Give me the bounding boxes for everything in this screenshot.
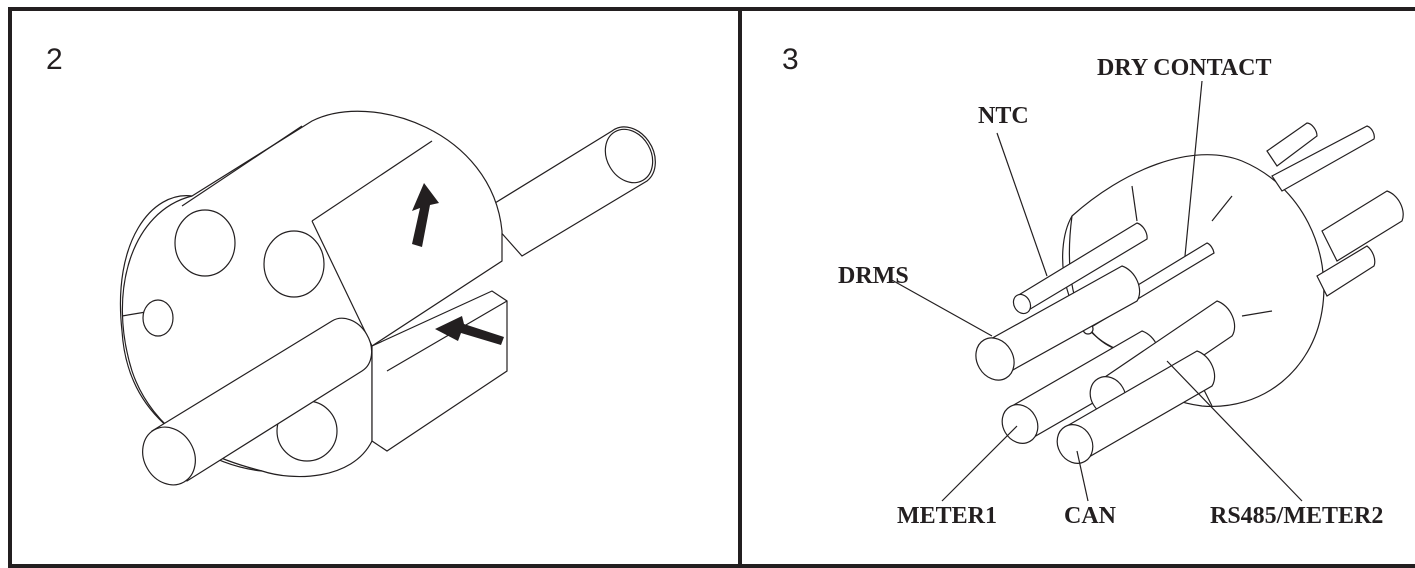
- can-cable: [1066, 350, 1216, 462]
- seam-top: [181, 125, 303, 207]
- drms-cable-end: [975, 337, 1015, 381]
- up-arrow-icon: [412, 183, 439, 247]
- back-cable-end: [604, 128, 654, 184]
- seal-split-illustration: [120, 110, 656, 486]
- meter1-label: METER1: [897, 503, 997, 529]
- push-arrow-icon: [435, 316, 504, 345]
- seal-seam-2: [1211, 195, 1233, 222]
- seal-seam-3: [1241, 310, 1273, 317]
- seal-seam-1: [1131, 185, 1138, 222]
- drms-cable: [986, 265, 1141, 377]
- can-label: CAN: [1064, 503, 1117, 529]
- drms-label: DRMS: [838, 263, 909, 289]
- ntc-leader: [996, 132, 1048, 277]
- seam-slit: [311, 220, 373, 347]
- step-2-panel: 2: [8, 7, 742, 568]
- seam-mid: [311, 140, 433, 222]
- meter1-leader: [941, 425, 1018, 502]
- step-3-panel: 3: [738, 7, 1415, 568]
- rear-cable-2: [1271, 125, 1375, 192]
- seal-inner: [1062, 215, 1123, 352]
- dry-contact-leader: [1184, 80, 1203, 257]
- rs485-meter2-label: RS485/METER2: [1210, 503, 1383, 529]
- rs485-cable: [1101, 300, 1236, 415]
- split-edge: [386, 300, 508, 372]
- front-cable: [151, 317, 373, 482]
- rear-cable-1: [1266, 122, 1318, 167]
- front-cable-end: [142, 426, 196, 486]
- can-leader: [1076, 450, 1089, 502]
- rear-cable-4: [1316, 245, 1376, 297]
- dry-contact-label: DRY CONTACT: [1097, 55, 1272, 81]
- drms-leader: [889, 278, 993, 337]
- ntc-cable-end: [1012, 293, 1032, 315]
- hole-top-right: [263, 230, 325, 298]
- step-number: 2: [46, 43, 63, 76]
- can-cable-end: [1056, 424, 1094, 464]
- meter1-cable-end: [1001, 404, 1039, 444]
- step-number: 3: [782, 43, 799, 76]
- hole-top-left: [174, 209, 236, 277]
- cable-routing-illustration: DRY CONTACT NTC DRMS METER1 CAN RS485/ME…: [838, 55, 1404, 529]
- hole-small: [142, 299, 174, 337]
- rs485-leader: [1166, 360, 1303, 502]
- ntc-cable: [1016, 222, 1148, 312]
- rear-cable-3: [1321, 190, 1404, 262]
- ntc-label: NTC: [978, 103, 1029, 129]
